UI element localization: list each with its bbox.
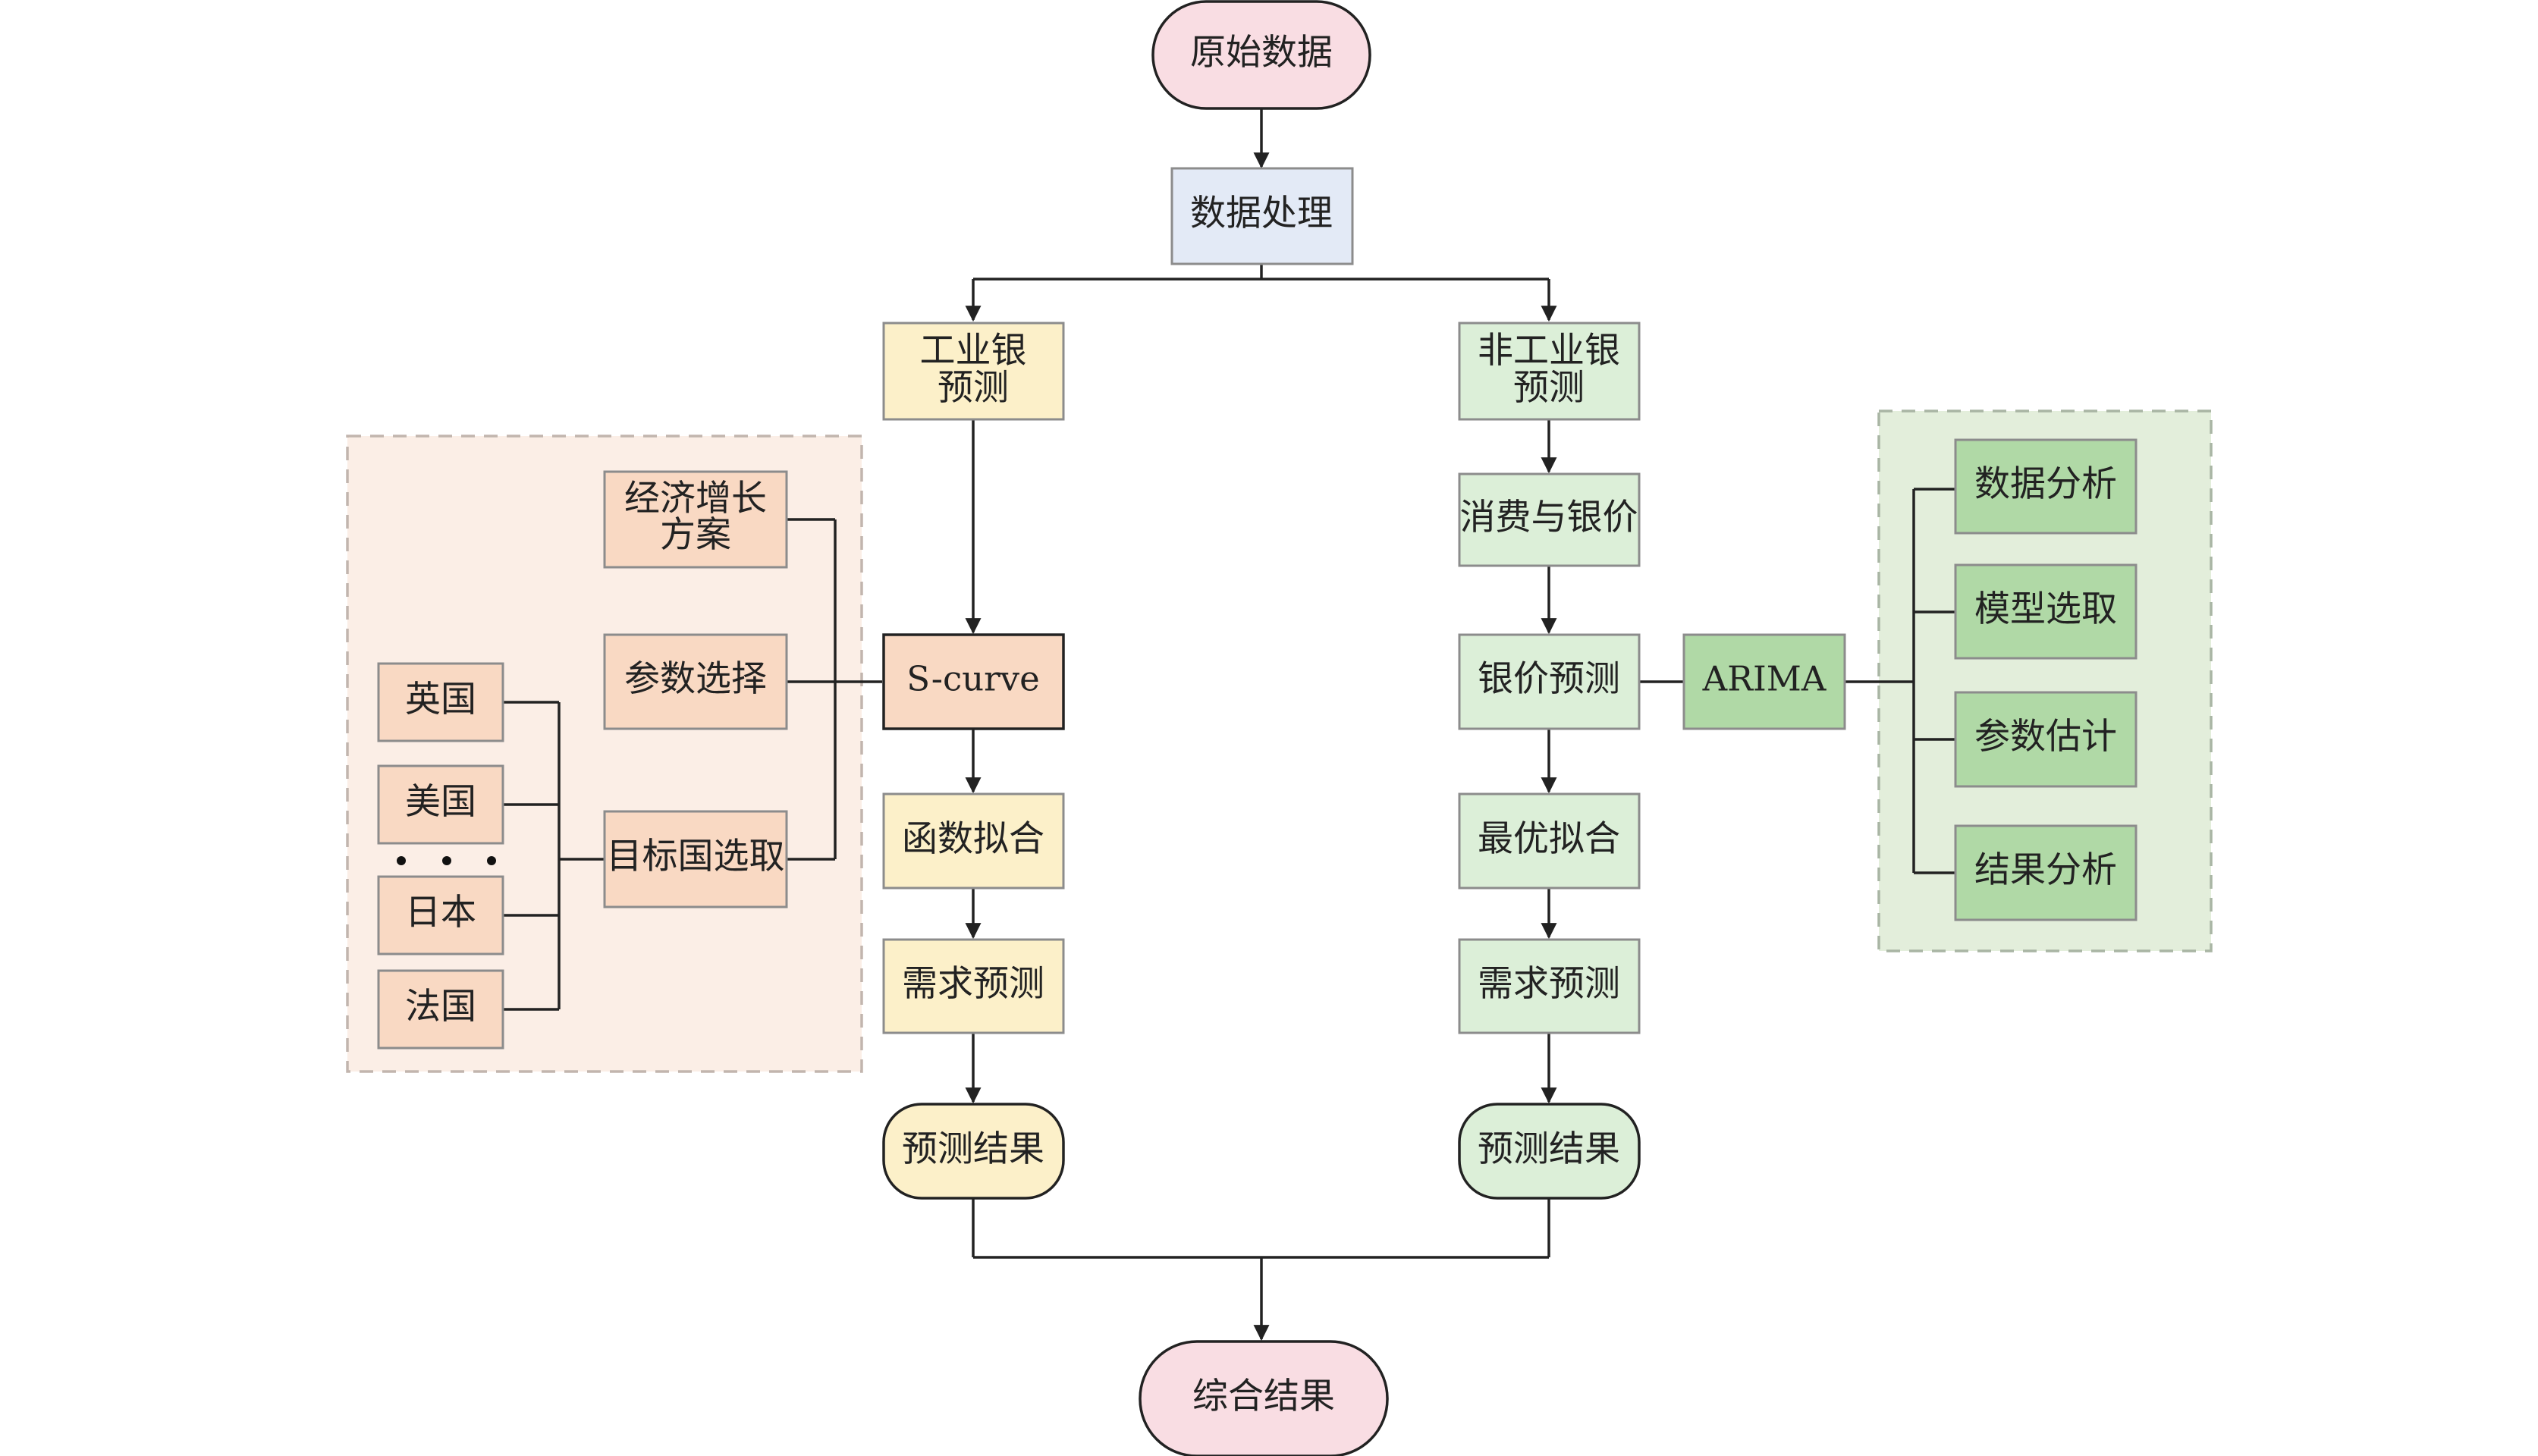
scurve-box: S-curve (882, 633, 1065, 730)
economic-scenario-line1: 经济增长 (624, 478, 767, 519)
optimal-fit-box: 最优拟合 (1458, 792, 1641, 890)
target-country-box: 目标国选取 (603, 810, 788, 908)
nonindustrial-title-line1: 非工业银 (1478, 330, 1620, 372)
country-france-box: 法国 (377, 969, 504, 1050)
country-label: 法国 (405, 986, 476, 1028)
price-forecast-box: 银价预测 (1458, 633, 1641, 730)
arima-step-model-selection: 模型选取 (1954, 563, 2138, 660)
consumption-label: 消费与银价 (1460, 497, 1638, 538)
arima-step-parameter-estimation: 参数估计 (1954, 691, 2138, 788)
arima-step-label: 结果分析 (1974, 849, 2117, 891)
industrial-title-line2: 预测 (938, 367, 1009, 409)
connectors (503, 108, 1955, 1341)
parameter-selection-label: 参数选择 (624, 658, 767, 700)
country-label: 英国 (405, 679, 476, 720)
nonindustrial-result-terminal: 预测结果 (1458, 1103, 1641, 1200)
nonindustrial-title-box: 非工业银 预测 (1458, 322, 1641, 421)
ellipsis-dots (397, 856, 496, 865)
country-label: 日本 (405, 892, 476, 934)
scurve-label: S-curve (906, 659, 1039, 699)
country-us-box: 美国 (377, 764, 504, 845)
end-label: 综合结果 (1192, 1376, 1335, 1417)
target-country-label: 目标国选取 (607, 836, 785, 877)
processing-label: 数据处理 (1190, 193, 1333, 234)
country-label: 美国 (405, 781, 476, 823)
parameter-selection-box: 参数选择 (603, 633, 788, 730)
arima-step-result-analysis: 结果分析 (1954, 824, 2138, 921)
economic-scenario-line2: 方案 (660, 514, 731, 556)
industrial-demand-label: 需求预测 (902, 963, 1044, 1005)
optimal-fit-label: 最优拟合 (1478, 818, 1620, 860)
start-terminal: 原始数据 (1151, 0, 1371, 110)
arima-step-data-analysis: 数据分析 (1954, 438, 2138, 535)
start-label: 原始数据 (1190, 32, 1333, 74)
arima-step-label: 参数估计 (1974, 716, 2117, 758)
arima-step-label: 数据分析 (1974, 463, 2117, 505)
nonindustrial-title-line2: 预测 (1513, 367, 1585, 409)
industrial-title-line1: 工业银 (920, 330, 1027, 372)
industrial-demand-box: 需求预测 (882, 938, 1065, 1034)
processing-box: 数据处理 (1170, 167, 1354, 265)
nonindustrial-demand-label: 需求预测 (1478, 963, 1620, 1005)
arima-label: ARIMA (1702, 659, 1827, 699)
economic-scenario-box: 经济增长 方案 (603, 470, 788, 569)
industrial-result-label: 预测结果 (902, 1128, 1044, 1170)
industrial-title-box: 工业银 预测 (882, 322, 1065, 421)
price-forecast-label: 银价预测 (1478, 658, 1620, 700)
industrial-fit-box: 函数拟合 (882, 792, 1065, 890)
industrial-result-terminal: 预测结果 (882, 1103, 1065, 1200)
arima-step-label: 模型选取 (1974, 588, 2117, 630)
industrial-fit-label: 函数拟合 (902, 818, 1044, 860)
nonindustrial-demand-box: 需求预测 (1458, 938, 1641, 1034)
arima-box: ARIMA (1682, 633, 1846, 730)
end-terminal: 综合结果 (1139, 1340, 1389, 1456)
nonindustrial-result-label: 预测结果 (1478, 1128, 1620, 1170)
country-japan-box: 日本 (377, 875, 504, 956)
consumption-box: 消费与银价 (1458, 472, 1641, 567)
country-uk-box: 英国 (377, 662, 504, 742)
